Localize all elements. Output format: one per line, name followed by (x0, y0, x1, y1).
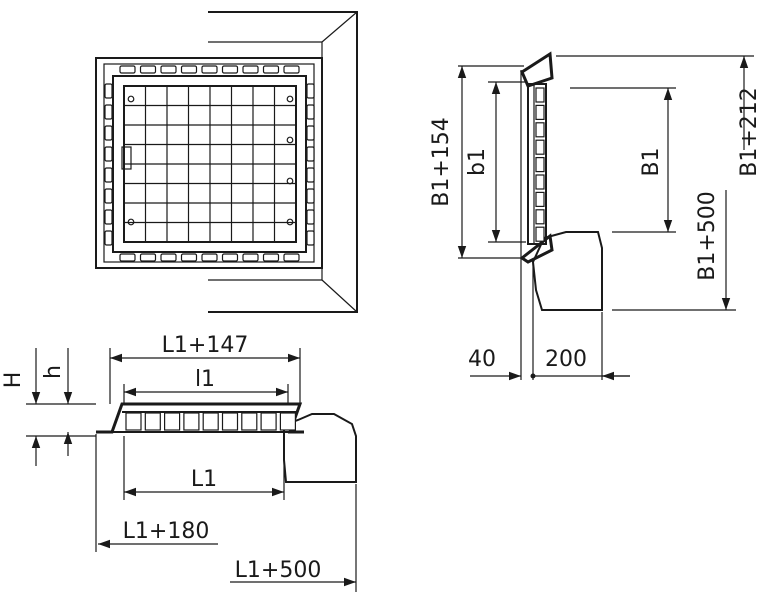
plan-hinge-tab (121, 146, 132, 170)
label-b1-inner: b1 (465, 148, 490, 176)
plan-frame-outer (95, 57, 323, 269)
label-b1-500: B1+500 (695, 191, 720, 281)
label-40: 40 (468, 347, 496, 372)
plan-view (95, 11, 358, 313)
label-l1-180: L1+180 (123, 519, 210, 544)
cross-flange-top (520, 51, 554, 88)
section-frame-top (96, 402, 304, 434)
label-l1-inner: l1 (195, 367, 215, 392)
cross-grating-cells (535, 87, 545, 242)
cross-section: B1+154 b1 B1 B1+212 B1+500 40 200 (429, 51, 762, 381)
section-concrete-block (283, 413, 357, 483)
label-h: H (1, 372, 26, 389)
label-b1-154: B1+154 (429, 117, 454, 207)
label-b1-212: B1+212 (737, 87, 762, 177)
plan-frame-slots (104, 65, 315, 262)
label-l1-147: L1+147 (162, 333, 249, 358)
label-b1: B1 (639, 147, 664, 176)
label-l1: L1 (191, 467, 217, 492)
plan-bolts (127, 95, 294, 226)
cross-grating (527, 83, 547, 245)
section-grating-cells (125, 412, 296, 431)
label-200: 200 (545, 347, 587, 372)
longitudinal-section: H h L1+147 l1 L1 L1+180 L1+500 (1, 333, 357, 592)
label-small-h: h (41, 365, 66, 379)
plan-frame-inner (112, 75, 307, 253)
plan-wall-inner (208, 41, 323, 281)
plan-grating-bars (124, 86, 296, 242)
plan-wall-outline (208, 11, 358, 313)
label-l1-500: L1+500 (235, 558, 322, 583)
